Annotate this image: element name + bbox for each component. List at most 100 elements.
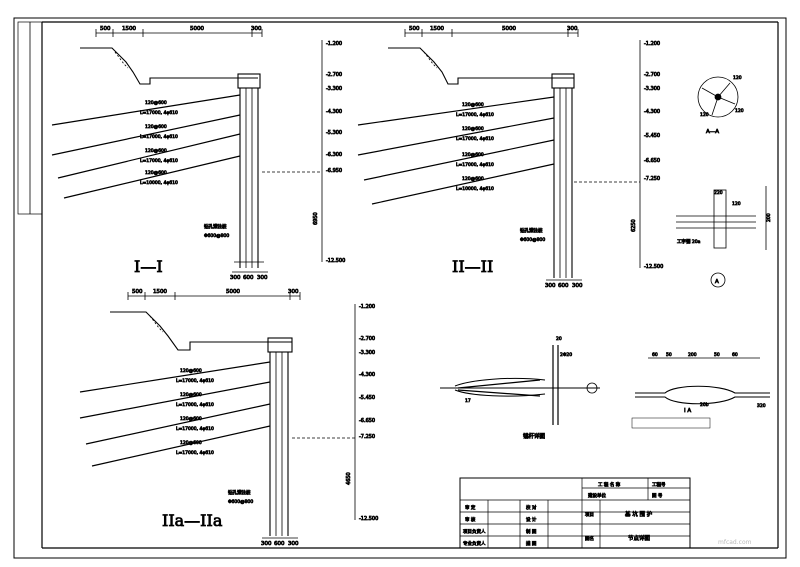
s3-pile-label: 钻孔灌注桩 <box>228 489 251 496</box>
s2-anchor-4-len: L=10000, 4φ610 <box>456 186 494 192</box>
s2-pile-label: 钻孔灌注桩 <box>520 227 543 234</box>
s1-title: I—I <box>134 257 163 276</box>
s2-anchor-1 <box>357 96 555 126</box>
drawing-frame <box>13 17 787 559</box>
s3-capping-beam <box>267 337 293 353</box>
section-2: 500 1500 5000 300 120@600 L=17000, 4φ610… <box>357 26 664 289</box>
s3-ground-profile <box>110 311 292 351</box>
s2-anchor-2 <box>357 117 555 156</box>
s3-elev-1: -2.700 <box>359 336 375 342</box>
bar-note: 20b <box>700 402 709 408</box>
s2-elev-1: -2.700 <box>644 72 660 78</box>
s3-botdim-2: 300 <box>288 541 299 547</box>
title-block: 工 程 名 称 工程号 建设单位 图 号 项目 基 坑 围 护 图名 节点详图 … <box>459 477 691 549</box>
s2-elev-4: -5.450 <box>644 133 660 139</box>
anchor-dim-1: 2Φ20 <box>560 352 572 358</box>
detail-anchor: 20 2Φ20 17 锚杆详图 <box>440 336 600 440</box>
tb-client: 建设单位 <box>588 492 606 499</box>
s1-elev-4: -5.300 <box>326 130 342 136</box>
tb-sheet-value: 节点详图 <box>628 534 651 542</box>
s3-topdim-0: 500 <box>132 289 143 295</box>
section-3: 500 1500 5000 300 120@600 L=17000, 4φ610… <box>79 289 379 547</box>
s3-elev-6: -7.250 <box>359 434 375 440</box>
s2-anchor-4-dia: 120@600 <box>462 176 484 182</box>
s2-elev-3: -4.300 <box>644 109 660 115</box>
s1-anchor-2-dia: 120@600 <box>145 124 167 130</box>
s3-topdim-1: 1500 <box>153 289 167 295</box>
s1-anchor-4 <box>63 155 241 199</box>
s1-anchor-3-dia: 120@600 <box>145 148 167 154</box>
s2-elev-2: -3.300 <box>644 86 660 92</box>
s1-elev-6: -6.950 <box>326 168 342 174</box>
s3-anchor-1 <box>79 361 271 393</box>
s3-leftdim-6: 4650 <box>346 472 352 485</box>
s2-leftdim-6: 6250 <box>631 219 637 232</box>
tb-item-label: 项目 <box>585 512 594 518</box>
s2-topdim-0: 500 <box>409 26 420 32</box>
s3-anchor-2-dia: 120@600 <box>180 392 202 398</box>
tb-role2-2: 制 图 <box>526 528 537 535</box>
s3-topdim-3: 300 <box>288 289 299 295</box>
aa-dim-1: 120 <box>735 108 744 114</box>
s3-botdim-0: 300 <box>261 541 272 547</box>
s1-anchor-1-len: L=17000, 4φ610 <box>140 110 178 116</box>
detail-bar: 60 50 200 50 60 320 20b I A <box>631 352 770 429</box>
s3-anchor-1-dia: 120@600 <box>180 368 202 374</box>
tb-role-2: 项目负责人 <box>463 528 486 535</box>
s2-anchor-3-len: L=17000, 4φ610 <box>456 162 494 168</box>
s2-pile-spec: Φ600@800 <box>520 237 545 243</box>
s2-elev-5: -6.650 <box>644 158 660 164</box>
s2-anchor-2-dia: 120@600 <box>462 126 484 132</box>
tb-drawing-no: 图 号 <box>652 493 663 499</box>
s3-title: IIa—IIa <box>162 511 223 530</box>
anchor-title: 锚杆详图 <box>523 432 546 440</box>
bar-dim-4: 60 <box>732 352 738 358</box>
s1-anchor-2-len: L=17000, 4φ610 <box>140 134 178 140</box>
s1-topdim-1: 1500 <box>122 26 136 32</box>
s3-botdim-1: 600 <box>274 541 285 547</box>
s1-anchor-4-dia: 120@600 <box>145 170 167 176</box>
s3-anchor-3 <box>85 403 271 445</box>
tb-item-value: 基 坑 围 护 <box>625 510 653 518</box>
s2-ground-profile <box>388 47 574 85</box>
anchor-dim-2: 17 <box>465 398 471 404</box>
s3-anchor-4-len: L=17000, 4φ610 <box>176 450 214 456</box>
s1-anchor-1 <box>51 94 241 126</box>
s3-anchor-2 <box>79 381 271 419</box>
tb-role-1: 审 核 <box>465 516 476 523</box>
s1-botdim-1: 600 <box>243 275 254 281</box>
bar-dim-1: 50 <box>666 352 672 358</box>
s3-anchor-4-dia: 120@600 <box>180 440 202 446</box>
tb-project-label: 工 程 名 称 <box>598 481 621 488</box>
s1-pile-label: 钻孔灌注桩 <box>204 223 227 230</box>
s1-slope-hatch <box>114 51 129 69</box>
s2-botdim-1: 600 <box>558 283 569 289</box>
s2-elev-0: -1.200 <box>644 41 660 47</box>
s1-anchor-4-len: L=10000, 4φ610 <box>140 180 178 186</box>
s1-elev-3: -4.300 <box>326 109 342 115</box>
tb-role2-0: 校 对 <box>526 504 537 511</box>
bar-dim-0: 60 <box>652 352 658 358</box>
s2-anchor-4 <box>371 163 555 205</box>
s3-anchor-3-dia: 120@600 <box>180 416 202 422</box>
bar-title: I A <box>684 408 691 414</box>
circle-a-label: A <box>715 279 719 285</box>
detail-aa: 120 120 120 A—A <box>697 75 744 135</box>
s1-elev-0: -1.200 <box>326 41 342 47</box>
s1-anchor-2 <box>51 114 241 156</box>
tb-project-no: 工程号 <box>652 481 666 488</box>
s2-anchor-1-len: L=17000, 4φ610 <box>456 112 494 118</box>
s1-ground-profile <box>80 47 258 85</box>
s1-anchor-3-len: L=17000, 4φ610 <box>140 158 178 164</box>
bar-dim-2: 200 <box>688 352 697 358</box>
bar-end: 320 <box>757 403 766 409</box>
s1-leftdim-5: 6950 <box>313 212 319 225</box>
plate-side: 200 <box>766 213 772 222</box>
s1-elev-1: -2.700 <box>326 72 342 78</box>
tb-role-0: 审 定 <box>465 504 476 511</box>
s3-anchor-1-len: L=17000, 4φ610 <box>176 378 214 384</box>
s1-elev-7: -12.500 <box>326 258 345 264</box>
s1-anchor-1-dia: 120@600 <box>145 100 167 106</box>
s3-elev-3: -4.300 <box>359 372 375 378</box>
